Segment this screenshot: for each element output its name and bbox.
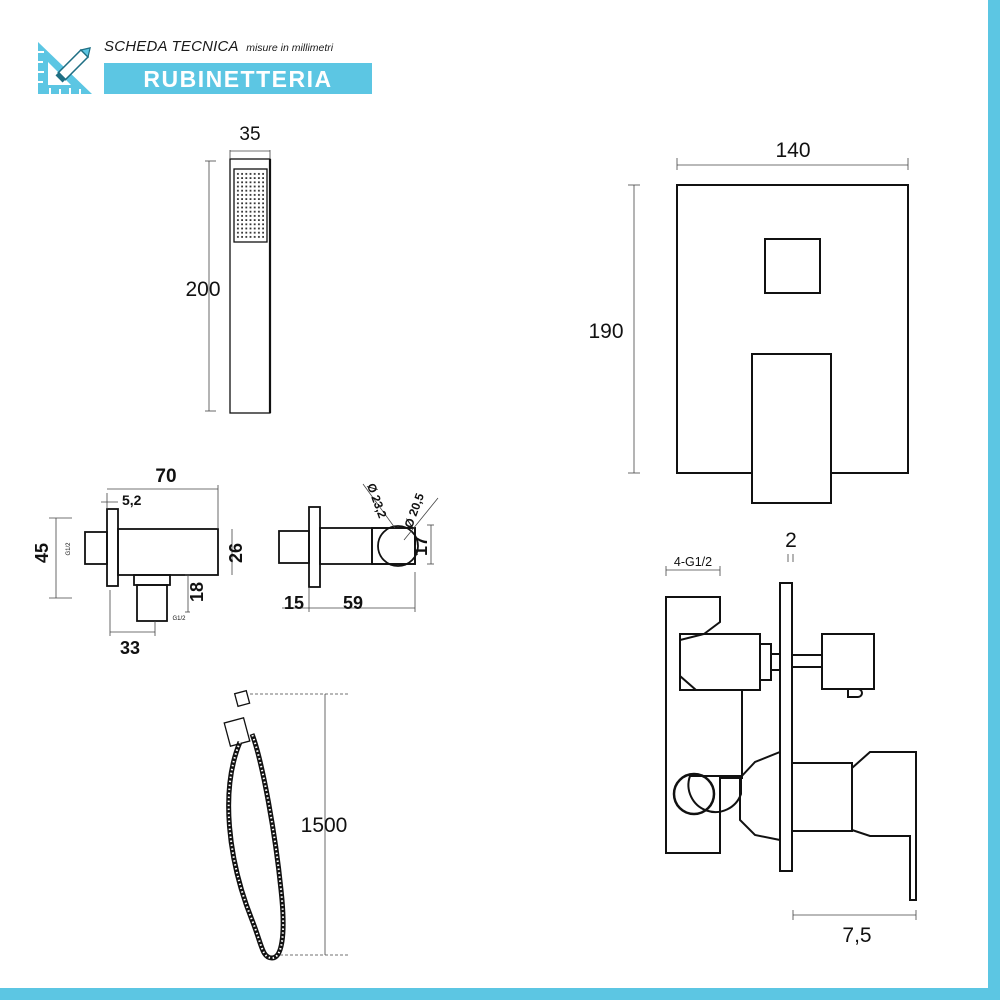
shower-bracket-drawing	[278, 483, 439, 612]
dim-diameter-inner: Ø 20,5	[402, 491, 428, 530]
dim-hose-length: 1500	[301, 814, 348, 837]
dim-elbow-length: 70	[155, 466, 176, 487]
sheet-title-main: SCHEDA TECNICA	[104, 38, 239, 55]
wall-elbow-drawing	[49, 485, 233, 636]
dim-elbow-outlet: 18	[187, 582, 207, 602]
thread-label-outlet: G1/2	[172, 616, 186, 622]
sheet-title: SCHEDA TECNICA misure in millimetri	[104, 38, 333, 56]
dim-bracket-length: 59	[343, 593, 363, 613]
dim-elbow-bottom: 33	[120, 638, 140, 658]
dim-connections: 4-G1/2	[674, 555, 712, 569]
frame-border-bottom	[0, 988, 1000, 1000]
dim-elbow-offset: 5,2	[122, 492, 142, 508]
dim-lever-offset: 7,5	[842, 924, 871, 947]
front-plate-drawing	[628, 158, 909, 504]
thread-label-inlet: G1/2	[66, 542, 72, 556]
dim-shower-head-height: 200	[185, 278, 220, 301]
frame-border-right	[988, 0, 1000, 1000]
category-banner: RUBINETTERIA	[104, 63, 372, 94]
dim-plate-height: 190	[588, 320, 623, 343]
ruler-pencil-icon	[38, 42, 92, 94]
sheet-title-units: misure in millimetri	[246, 42, 334, 54]
dim-bracket-height: 17	[411, 536, 431, 556]
dim-plate-thickness: 2	[785, 529, 797, 552]
shower-hose-drawing	[223, 689, 350, 961]
dim-plate-width: 140	[775, 139, 810, 162]
dim-shower-head-width: 35	[239, 124, 260, 145]
hand-shower-drawing	[205, 150, 272, 414]
header: SCHEDA TECNICA misure in millimetri RUBI…	[36, 38, 376, 98]
dim-diameter-outer: Ø 23,2	[364, 481, 390, 520]
dim-elbow-height-left: 45	[32, 543, 52, 563]
dim-bracket-depth: 15	[284, 593, 304, 613]
diverter-body-drawing	[665, 554, 917, 920]
dim-elbow-height-right: 26	[226, 543, 246, 563]
